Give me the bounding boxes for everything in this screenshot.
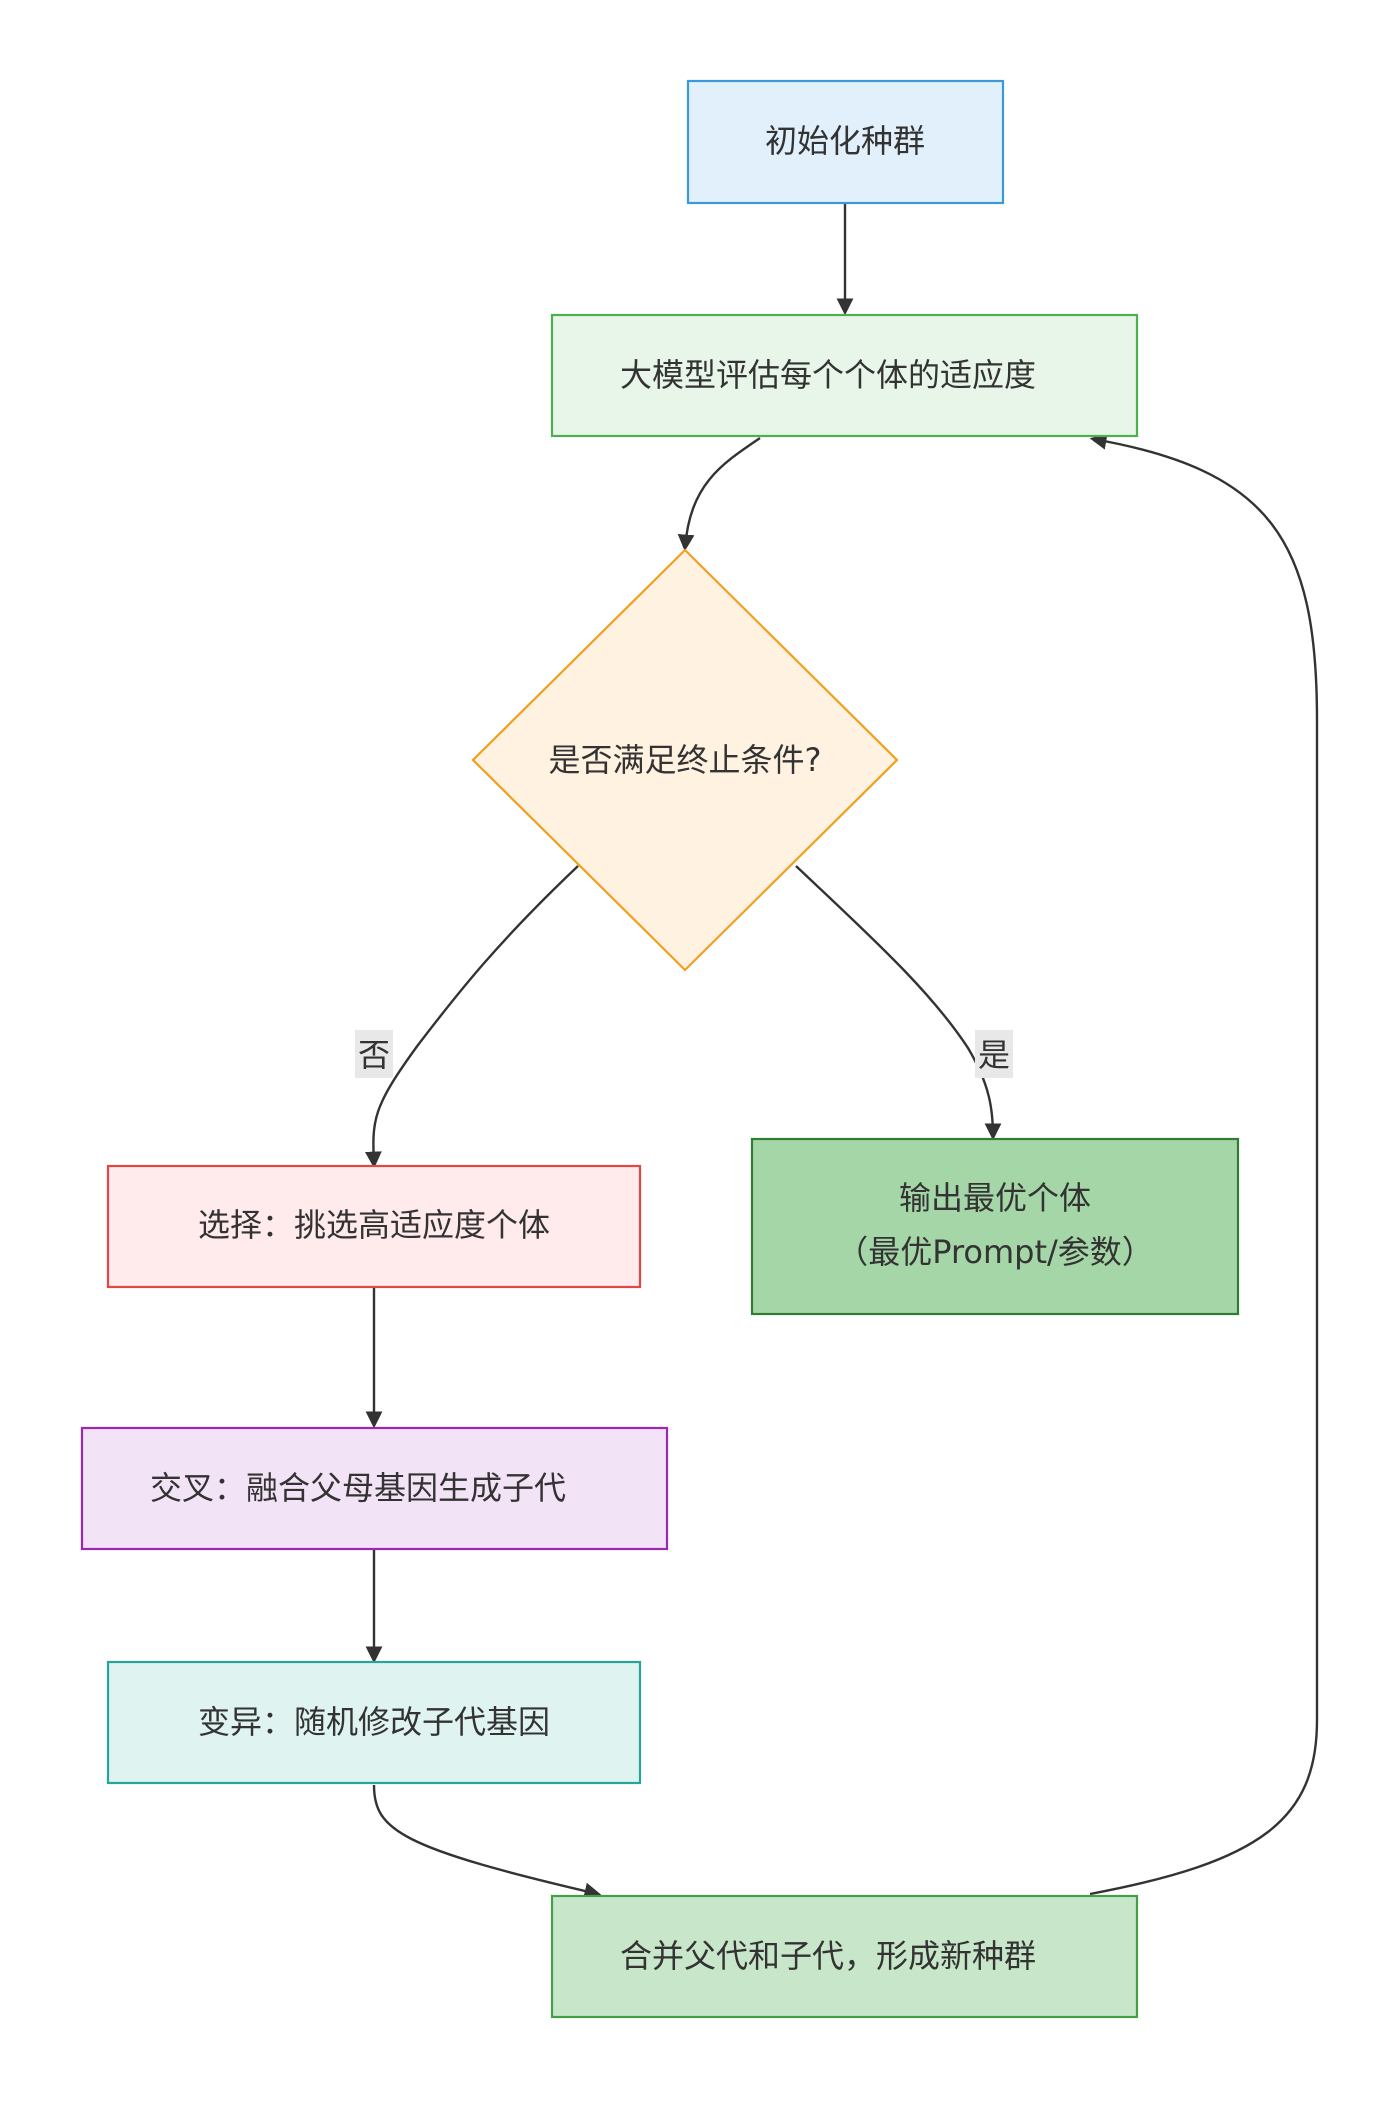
node-mutate: 变异：随机修改子代基因: [106, 1660, 642, 1785]
edge-decision-to-output: [795, 865, 1002, 1141]
edge-label-yes-text: 是: [978, 1036, 1010, 1074]
node-evaluate: 大模型评估每个个体的适应度: [550, 313, 1139, 438]
node-mutate-box: [106, 1660, 642, 1785]
node-evaluate-box: [550, 313, 1139, 438]
node-merge-label: 合并父代和子代，形成新种群: [620, 1937, 1036, 1975]
edge-mutate-to-merge: [372, 1784, 602, 1900]
edge-decision-to-select: [365, 865, 579, 1169]
edge-label-yes: 是: [975, 1030, 1013, 1078]
node-mutate-label: 变异：随机修改子代基因: [198, 1703, 550, 1741]
node-evaluate-label: 大模型评估每个个体的适应度: [620, 356, 1036, 394]
node-crossover-label: 交叉：融合父母基因生成子代: [150, 1469, 566, 1507]
node-output: 输出最优个体 （最优Prompt/参数）: [750, 1137, 1240, 1316]
node-crossover: 交叉：融合父母基因生成子代: [80, 1426, 669, 1551]
node-output-box: [750, 1137, 1240, 1316]
node-init-label: 初始化种群: [765, 122, 925, 160]
edge-label-no-text: 否: [358, 1036, 390, 1074]
node-select-label: 选择：挑选高适应度个体: [198, 1206, 550, 1244]
node-merge: 合并父代和子代，形成新种群: [550, 1894, 1139, 2019]
node-init: 初始化种群: [686, 79, 1005, 205]
node-decision-label: 是否满足终止条件?: [549, 741, 822, 779]
node-crossover-box: [80, 1426, 669, 1551]
edge-evaluate-to-decision: [677, 437, 761, 552]
node-select-box: [106, 1164, 642, 1289]
node-output-line1: 输出最优个体: [899, 1179, 1091, 1217]
node-output-line2: （最优Prompt/参数）: [836, 1233, 1154, 1271]
edge-merge-to-evaluate: [1089, 433, 1319, 1896]
edge-label-no: 否: [355, 1030, 393, 1078]
node-merge-box: [550, 1894, 1139, 2019]
node-decision-diamond: [471, 548, 899, 972]
node-select: 选择：挑选高适应度个体: [106, 1164, 642, 1289]
node-init-box: [686, 79, 1005, 205]
node-decision: 是否满足终止条件?: [471, 548, 899, 972]
